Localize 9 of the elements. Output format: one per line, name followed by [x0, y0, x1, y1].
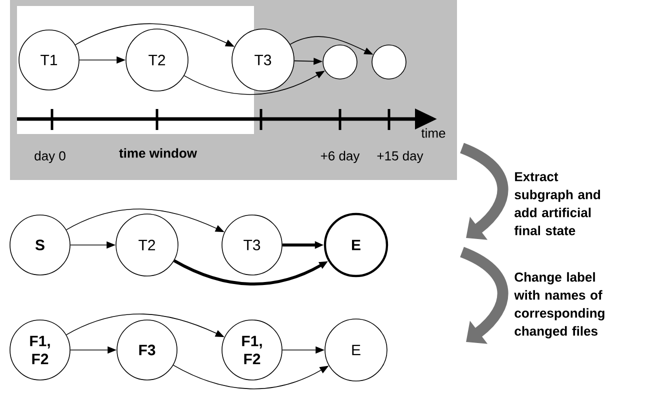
tick-label: day 0 [34, 150, 66, 164]
step-description: Change label with names of corresponding changed files [514, 272, 604, 338]
axis-label: time [421, 128, 446, 138]
tick-label: +6 day [320, 150, 360, 164]
empty-state-circle [372, 44, 406, 80]
step-description: Extract subgraph and add artificial final state [514, 172, 600, 236]
window-label: time window [119, 148, 198, 158]
empty-state-circle [322, 44, 358, 80]
tick-label: +15 day [377, 150, 424, 164]
